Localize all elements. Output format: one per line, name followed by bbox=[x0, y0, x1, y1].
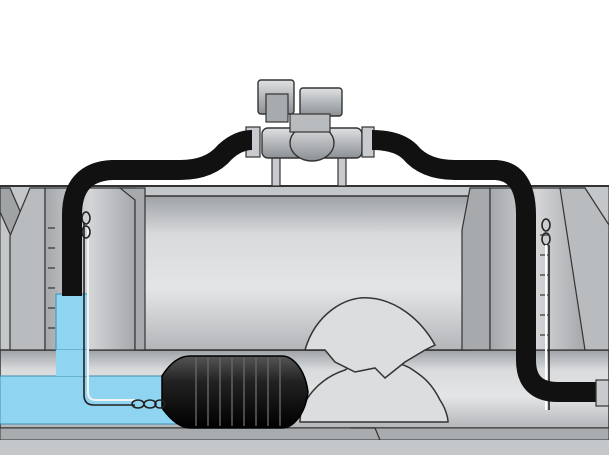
inflatable-plug-icon bbox=[161, 355, 309, 429]
bypass-hose bbox=[62, 130, 609, 407]
left-ladder bbox=[48, 227, 55, 329]
right-manhole bbox=[461, 187, 609, 351]
debris-blockage bbox=[299, 297, 449, 423]
pipe-joint bbox=[350, 427, 381, 441]
pump-icon bbox=[245, 79, 375, 187]
